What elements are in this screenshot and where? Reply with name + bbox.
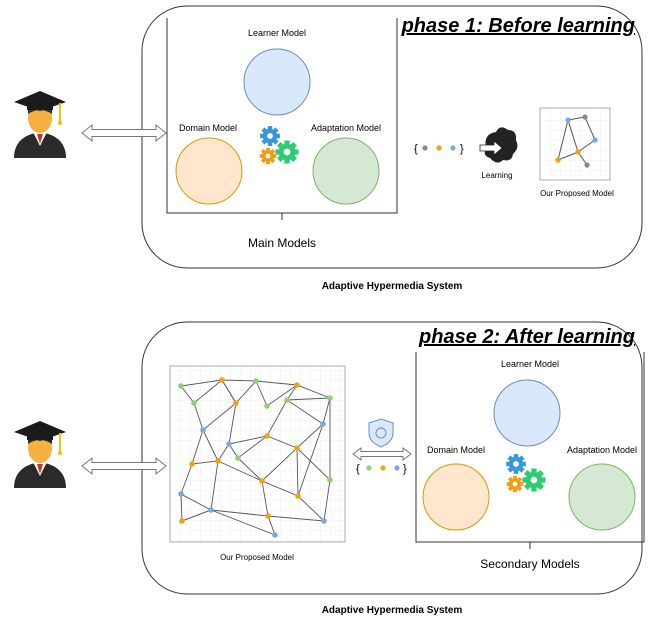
phase1-data-sequence: { } (414, 143, 464, 155)
double-arrow-icon (352, 447, 412, 461)
graph-node (208, 507, 214, 513)
phase2-data-sequence: { } (356, 463, 407, 475)
graph-node (235, 455, 241, 461)
data-dot (422, 145, 428, 151)
phase1-proposed-label: Our Proposed Model (540, 189, 614, 198)
phase2-learner-model (493, 379, 561, 447)
brace-open: { (356, 463, 360, 475)
double-arrow-icon (81, 123, 167, 143)
phase2-proposed-label: Our Proposed Model (220, 553, 294, 562)
phase1-domain-model (175, 137, 243, 205)
brace-close: } (460, 143, 464, 155)
graph-nodes (178, 377, 333, 538)
graph-node (592, 137, 598, 143)
graph-node (259, 478, 265, 484)
phase1-title: phase 1: Before learning (401, 15, 635, 37)
graph-node (294, 445, 300, 451)
graph-node (226, 441, 232, 447)
data-dot (380, 465, 386, 471)
phase2-adaptation-model (568, 463, 636, 531)
graph-node (555, 157, 561, 163)
graph-node (272, 532, 278, 538)
graph-node (565, 117, 571, 123)
graph-node (191, 400, 197, 406)
phase2-domain-model (422, 463, 490, 531)
phase2-adaptation-label: Adaptation Model (567, 445, 637, 455)
graph-node (575, 149, 581, 155)
phase1-domain-label: Domain Model (179, 123, 237, 133)
data-dot (436, 145, 442, 151)
graph-node (327, 395, 333, 401)
graduate-icon (13, 420, 67, 489)
data-dot (394, 465, 400, 471)
graph-node (189, 461, 195, 467)
graph-node (233, 400, 239, 406)
phase1-system-label: Adaptive Hypermedia System (322, 281, 463, 292)
graph-node (264, 403, 270, 409)
phase1-group-label: Main Models (248, 236, 316, 250)
double-arrow-icon (81, 456, 167, 476)
phase1-adaptation-model (312, 137, 380, 205)
graph-node (200, 427, 206, 433)
phase2-title: phase 2: After learning (418, 326, 635, 348)
graph-node (327, 477, 333, 483)
graph-node (178, 383, 184, 389)
graph-node (179, 518, 185, 524)
graph-node (219, 377, 225, 383)
shield-icon (368, 418, 394, 448)
graph-node (265, 513, 271, 519)
graduate-icon (13, 90, 67, 159)
graph-node (294, 382, 300, 388)
graph-node (215, 458, 221, 464)
phase1-learner-model (243, 48, 311, 116)
phase2-learner-label: Learner Model (501, 359, 559, 369)
phase2-system-label: Adaptive Hypermedia System (322, 605, 463, 616)
phase2-domain-label: Domain Model (427, 445, 485, 455)
data-dot (450, 145, 456, 151)
graph-node (321, 518, 327, 524)
brace-open: { (414, 143, 418, 155)
graph-node (264, 433, 270, 439)
phase1-adaptation-label: Adaptation Model (311, 123, 381, 133)
graph-node (584, 162, 590, 168)
graph-node (284, 397, 290, 403)
graph-node (582, 114, 588, 120)
graph-node (320, 421, 326, 427)
data-dot (366, 465, 372, 471)
graph-node (295, 493, 301, 499)
learning-label: Learning (481, 171, 512, 180)
phase2-group-label: Secondary Models (480, 557, 579, 571)
graph-node (178, 491, 184, 497)
brace-close: } (403, 463, 407, 475)
learning-icon (479, 127, 518, 163)
phase1-learner-label: Learner Model (248, 28, 306, 38)
graph-node (253, 378, 259, 384)
